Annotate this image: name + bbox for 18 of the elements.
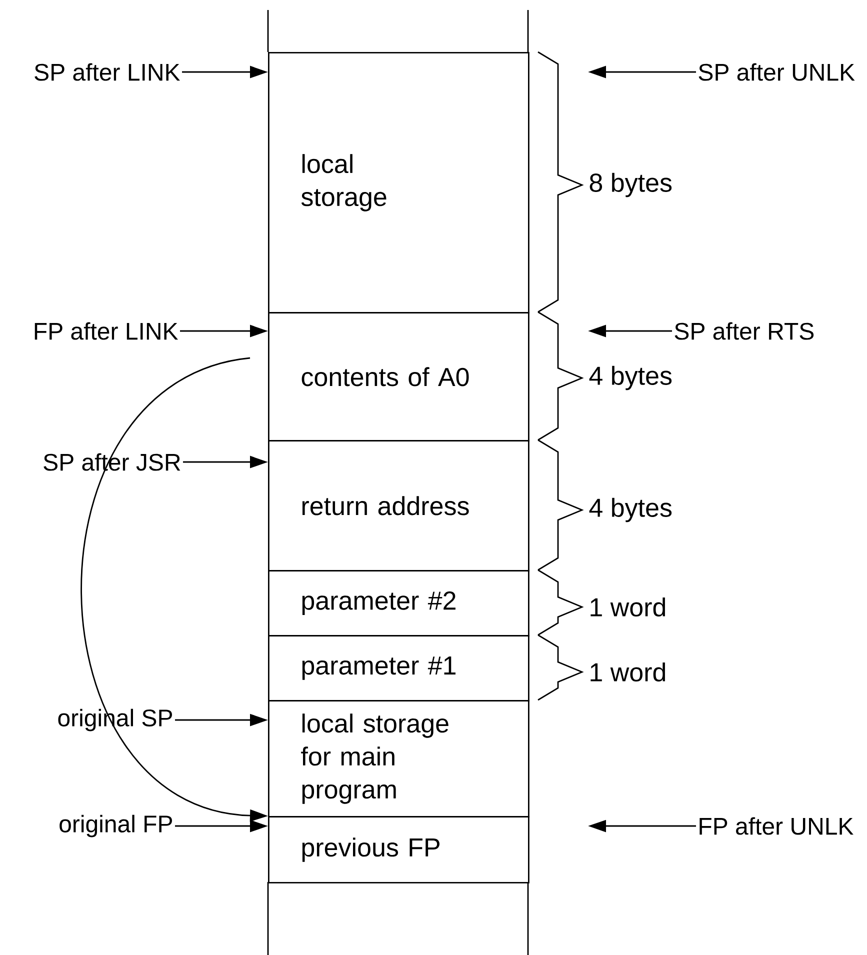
stack-cell: return address [268,440,530,572]
stack-cell: parameter #2 [268,570,530,636]
pointer-label: SP after RTS [674,322,814,340]
size-label: 1 word [590,597,666,617]
pointer-label: FP after UNLK [700,817,854,835]
pointer-label: SP after UNLK [698,63,855,81]
pointer-label: SP after LINK [34,63,180,81]
stack-cell: local storage for main program [268,700,530,818]
stack-cell: previous FP [268,816,530,884]
pointer-label: original FP [60,814,172,838]
size-label: 1 word [590,662,666,682]
size-label: 8 bytes [590,172,672,198]
stack-cell: parameter #1 [268,635,530,702]
size-label: 4 bytes [589,366,672,390]
stack-cell: local storage [268,52,530,314]
size-label: 4 bytes [589,498,672,522]
stack-cell: contents of A0 [268,312,530,442]
pointer-label: FP after LINK [34,322,178,340]
